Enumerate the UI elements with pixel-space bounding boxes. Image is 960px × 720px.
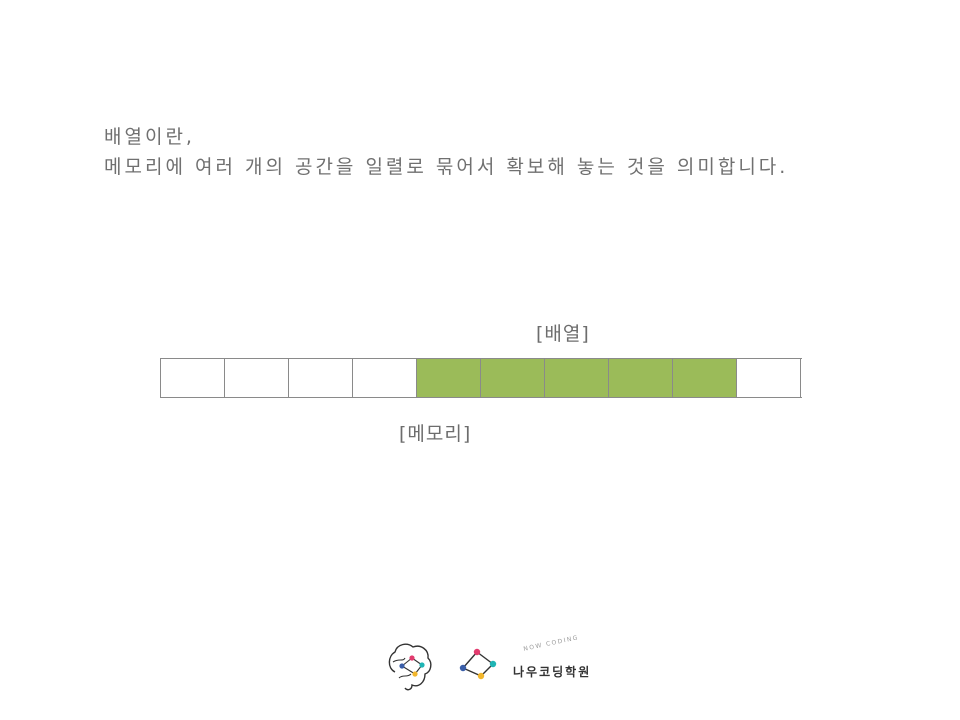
- memory-cell-array: [673, 359, 737, 397]
- memory-cell-array: [481, 359, 545, 397]
- memory-cell-empty: [737, 359, 801, 397]
- memory-cell-empty: [161, 359, 225, 397]
- brand-subtitle: NOW CODING: [522, 634, 580, 653]
- memory-cell-array: [609, 359, 673, 397]
- diamond-logo-icon: [459, 648, 497, 680]
- memory-cell-empty: [225, 359, 289, 397]
- array-label: [배열]: [536, 323, 590, 345]
- brand-name: 나우코딩학원: [513, 665, 592, 679]
- memory-cell-empty: [289, 359, 353, 397]
- brain-logo-icon: [388, 643, 432, 691]
- memory-cell-array: [417, 359, 481, 397]
- intro-text: 배열이란, 메모리에 여러 개의 공간을 일렬로 묶어서 확보해 놓는 것을 의…: [104, 122, 924, 182]
- memory-cell-empty: [353, 359, 417, 397]
- memory-row: [160, 358, 802, 398]
- intro-line-1: 배열이란,: [104, 126, 195, 148]
- memory-cell-array: [545, 359, 609, 397]
- intro-line-2: 메모리에 여러 개의 공간을 일렬로 묶어서 확보해 놓는 것을 의미합니다.: [104, 156, 789, 178]
- memory-label: [메모리]: [399, 423, 472, 445]
- footer-logo: NOW CODING 나우코딩학원: [385, 634, 605, 692]
